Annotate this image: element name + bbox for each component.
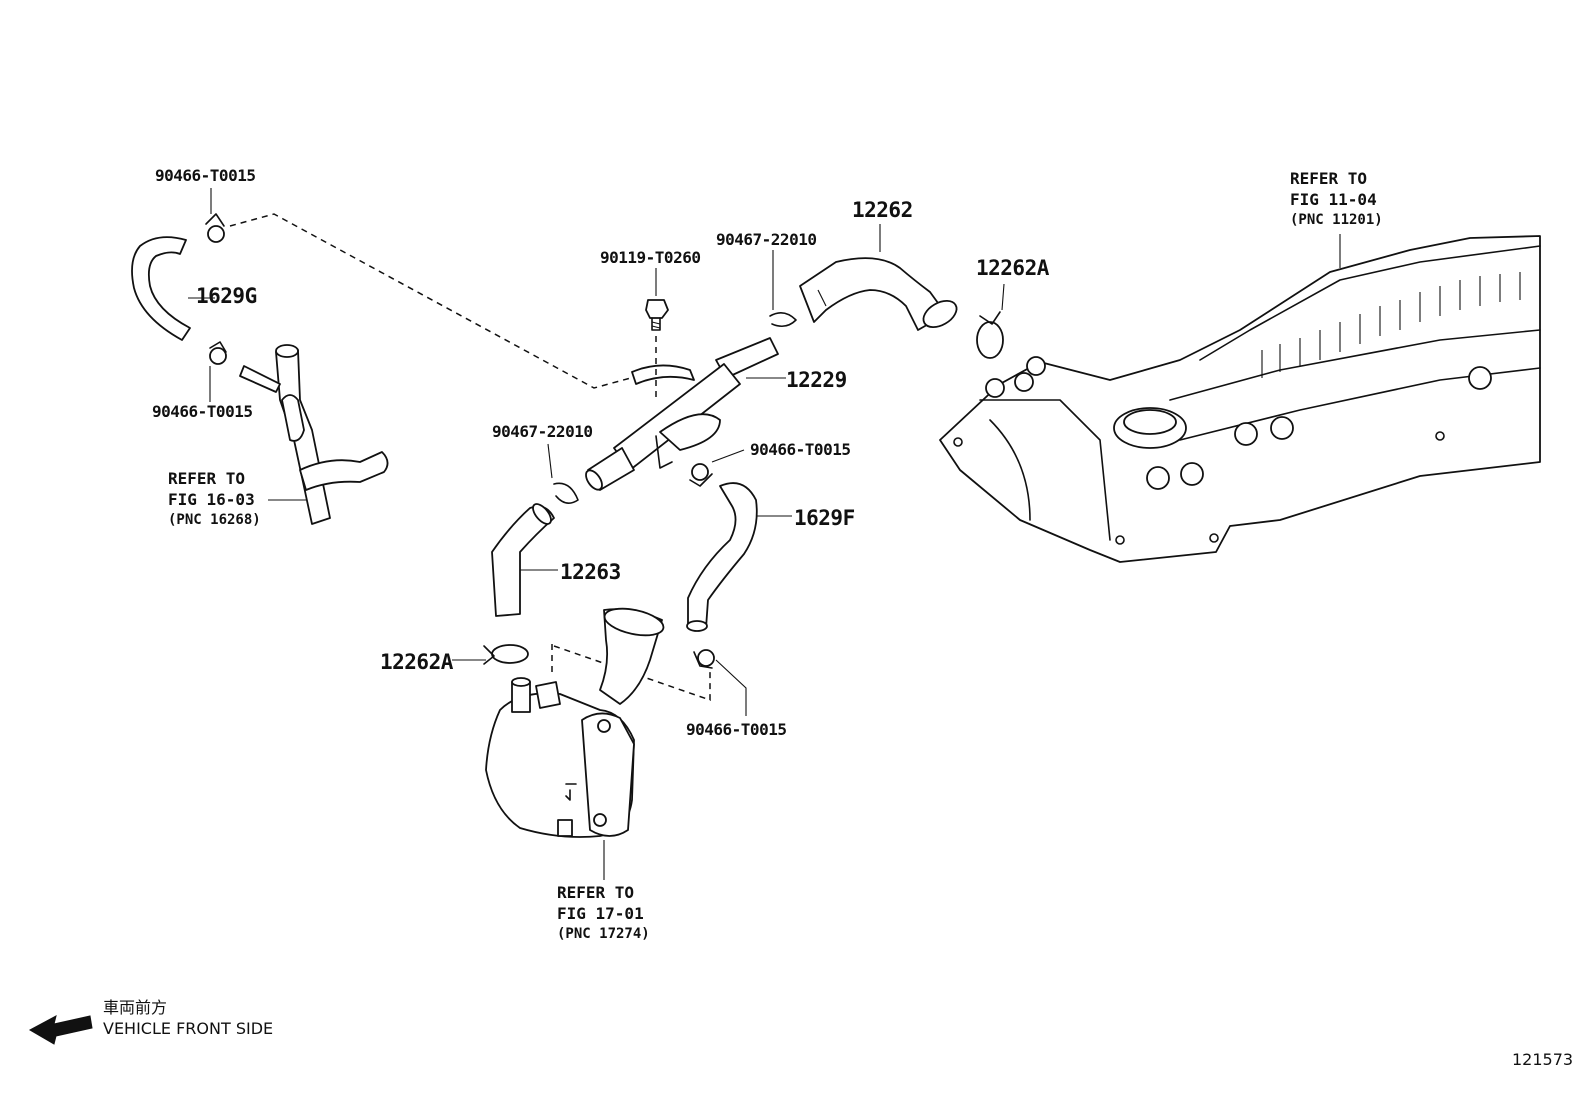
label-clip-upper[interactable]: 90467-22010 xyxy=(716,230,817,249)
ref-bottom-line3: (PNC 17274) xyxy=(557,926,650,942)
label-clamp-mid-right[interactable]: 90466-T0015 xyxy=(750,440,851,459)
label-bolt[interactable]: 90119-T0260 xyxy=(600,248,701,267)
ref-left[interactable]: REFER TO FIG 16-03 (PNC 16268) xyxy=(168,468,261,531)
clamp-bottom[interactable] xyxy=(693,649,715,669)
figure-number: 121573 xyxy=(1512,1050,1574,1069)
label-plug-right[interactable]: 12262A xyxy=(976,256,1049,280)
label-clip-mid[interactable]: 90467-22010 xyxy=(492,422,593,441)
pipe-assembly-left xyxy=(239,344,389,525)
plug-12262a-left[interactable] xyxy=(483,644,529,665)
label-hose-1629g[interactable]: 1629G xyxy=(196,284,257,308)
clip-mid[interactable] xyxy=(553,482,579,504)
water-outlet-housing xyxy=(485,607,665,838)
ref-right-line3: (PNC 11201) xyxy=(1290,212,1383,228)
ref-left-line1: REFER TO xyxy=(168,469,246,488)
label-hose-12262[interactable]: 12262 xyxy=(852,198,913,222)
ref-bottom-line2: FIG 17-01 xyxy=(557,904,644,923)
ref-left-line2: FIG 16-03 xyxy=(168,490,255,509)
label-clamp-left-mid[interactable]: 90466-T0015 xyxy=(152,402,253,421)
hose-1629g[interactable] xyxy=(131,236,191,341)
ref-left-line3: (PNC 16268) xyxy=(168,512,261,528)
cylinder-head-cover xyxy=(939,235,1541,563)
clamp-mid-right[interactable] xyxy=(689,463,713,487)
label-pipe-12229[interactable]: 12229 xyxy=(786,368,847,392)
clamp-left-mid[interactable] xyxy=(209,341,227,365)
clip-upper[interactable] xyxy=(769,312,797,328)
ref-right-line2: FIG 11-04 xyxy=(1290,190,1377,209)
label-plug-left[interactable]: 12262A xyxy=(380,650,453,674)
vehicle-front-jp: 車両前方 xyxy=(103,998,168,1017)
label-clamp-top-left[interactable]: 90466-T0015 xyxy=(155,166,256,185)
hose-12263[interactable] xyxy=(491,501,555,617)
pipe-12229[interactable] xyxy=(583,337,779,492)
plug-12262a-right[interactable] xyxy=(976,311,1004,359)
hose-1629f[interactable] xyxy=(686,482,758,632)
label-hose-1629f[interactable]: 1629F xyxy=(794,506,855,530)
ref-right[interactable]: REFER TO FIG 11-04 (PNC 11201) xyxy=(1290,168,1383,231)
bolt-90119[interactable] xyxy=(645,299,669,331)
arrow-left-icon xyxy=(28,1015,93,1045)
ref-right-line1: REFER TO xyxy=(1290,169,1368,188)
hose-12262[interactable] xyxy=(799,257,961,332)
vehicle-front-en: VEHICLE FRONT SIDE xyxy=(103,1019,274,1038)
vehicle-front-label: 車両前方 VEHICLE FRONT SIDE xyxy=(103,997,273,1039)
clamp-top-left[interactable] xyxy=(205,213,225,243)
label-hose-12263[interactable]: 12263 xyxy=(560,560,621,584)
ref-bottom[interactable]: REFER TO FIG 17-01 (PNC 17274) xyxy=(557,882,650,945)
ref-bottom-line1: REFER TO xyxy=(557,883,635,902)
label-clamp-bottom[interactable]: 90466-T0015 xyxy=(686,720,787,739)
